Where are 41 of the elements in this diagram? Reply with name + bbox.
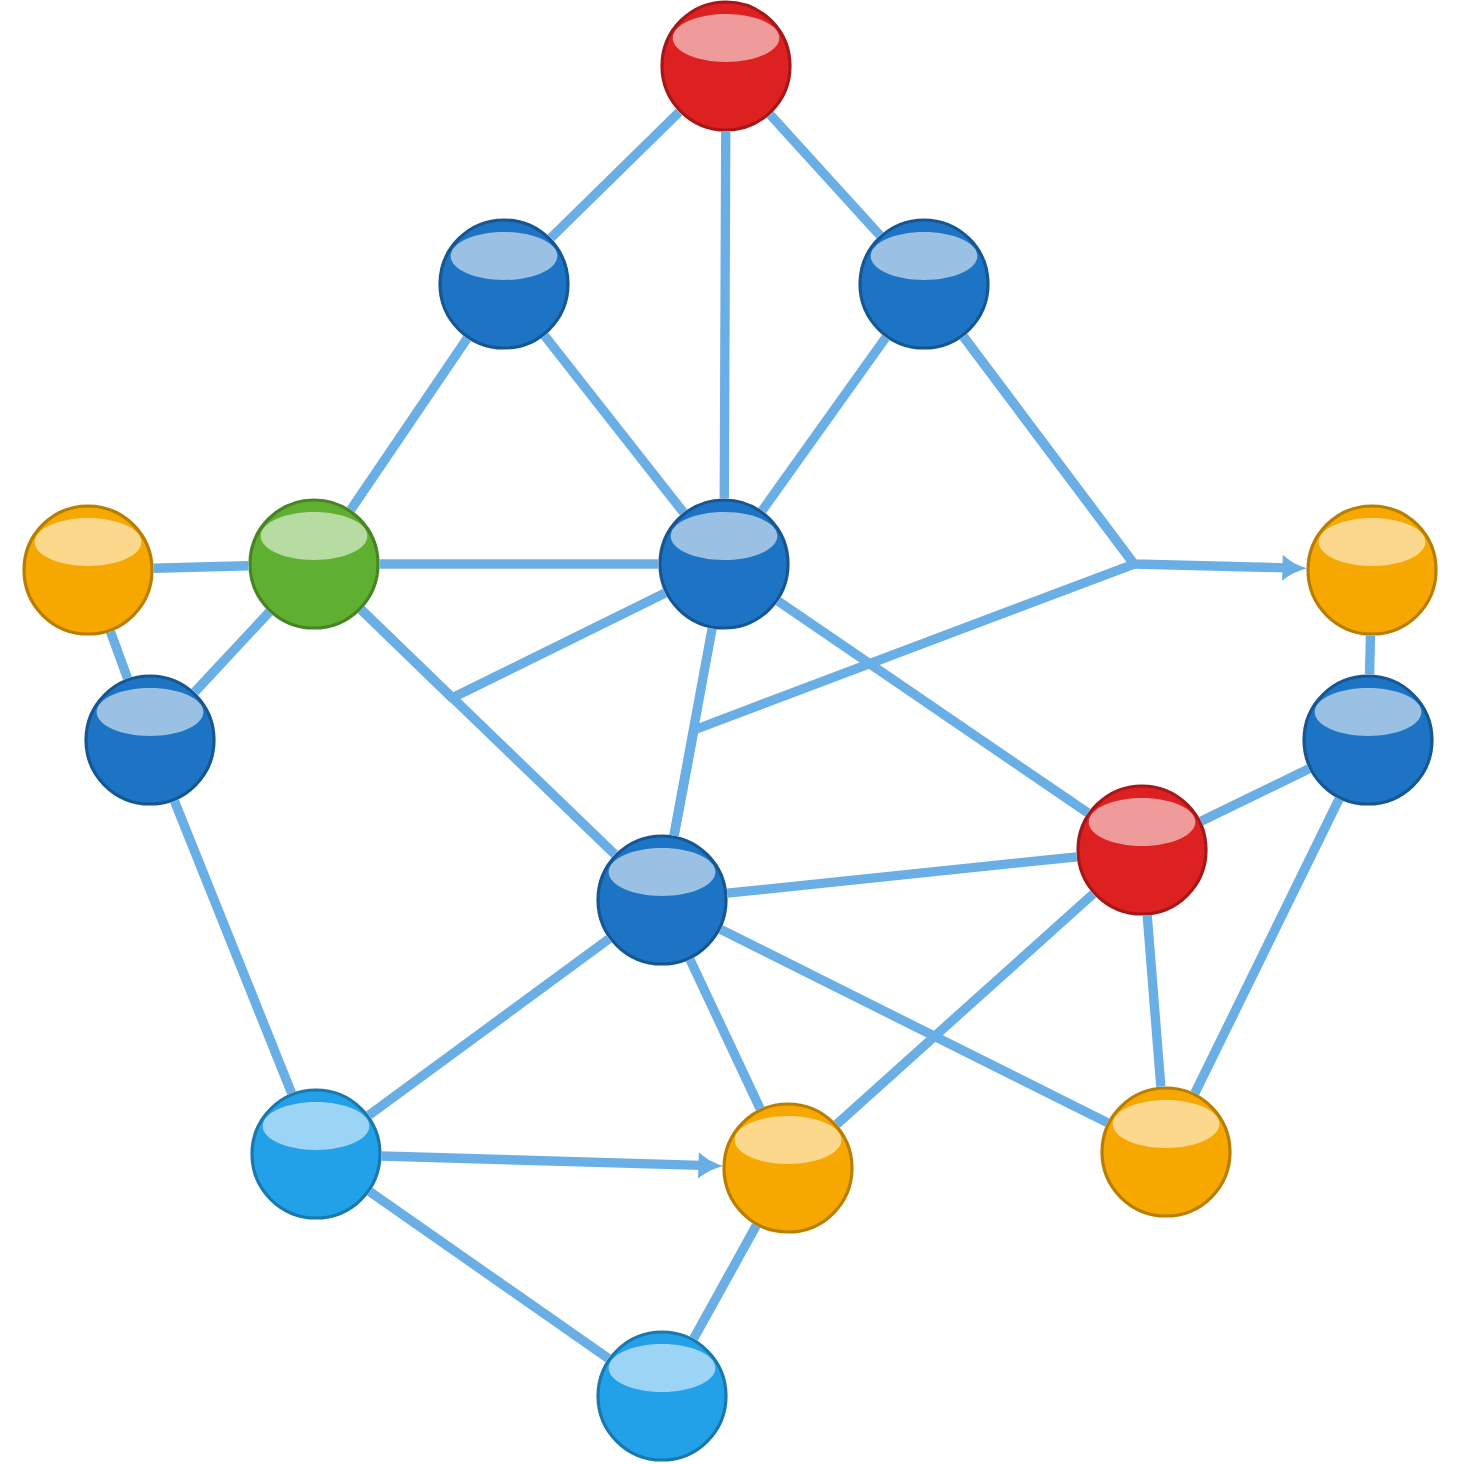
connector-line [685, 957, 765, 1111]
connector-line [379, 559, 659, 569]
ball [658, 498, 790, 630]
connector-line [775, 597, 1091, 817]
ball [722, 1102, 854, 1234]
connector-line [153, 561, 249, 573]
ball [596, 834, 728, 966]
ball [250, 1088, 382, 1220]
connector-line [1364, 635, 1376, 675]
connector-line [381, 1151, 718, 1176]
connector-line [719, 131, 731, 499]
ball [660, 0, 792, 132]
ball [596, 1330, 728, 1462]
ball [84, 674, 216, 806]
connector-line [1190, 796, 1344, 1096]
connector-line [1142, 915, 1166, 1087]
connector-line [758, 334, 890, 514]
connector-line [726, 852, 1078, 898]
connector-line [766, 111, 884, 239]
ball [1306, 504, 1438, 636]
ball [1100, 1086, 1232, 1218]
connector-line [833, 890, 1097, 1128]
connector-line [170, 799, 296, 1095]
connector-line [191, 608, 273, 696]
connector-line [357, 588, 668, 703]
connector-line [366, 935, 612, 1119]
ball [22, 504, 154, 636]
ball [438, 218, 570, 350]
connector-line [547, 108, 683, 242]
ball [1076, 784, 1208, 916]
connector-line [367, 1187, 611, 1363]
connector-line [540, 332, 688, 516]
connector-line [669, 627, 717, 837]
connector-line [718, 925, 1110, 1127]
ball [858, 218, 990, 350]
connector-line [689, 1223, 761, 1341]
ball [248, 498, 380, 630]
connector-line [1198, 764, 1312, 826]
connector-line [346, 335, 472, 513]
connector-line [106, 630, 132, 680]
ball [1302, 674, 1434, 806]
